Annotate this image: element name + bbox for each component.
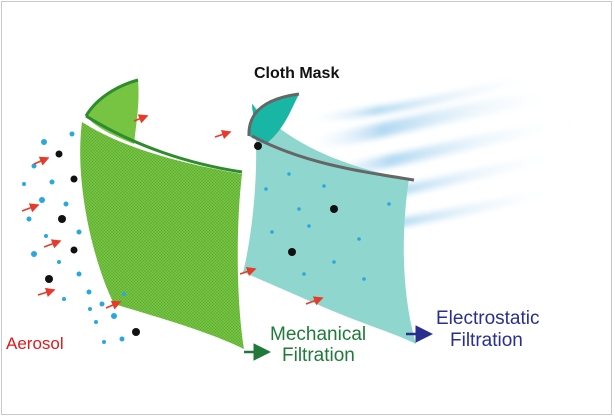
aerosol-label: Aerosol — [6, 334, 64, 353]
diagram-title: Cloth Mask — [254, 65, 339, 82]
electrostatic-label-line2: Filtration — [450, 330, 523, 351]
mechanical-label-line2: Filtration — [282, 345, 355, 366]
aerosol-particles — [22, 131, 140, 344]
electrostatic-label-line1: Electrostatic — [436, 308, 539, 329]
cloth-mask-diagram: Cloth Mask Aerosol Mechanical Filtration… — [4, 4, 610, 376]
mechanical-label-line1: Mechanical — [270, 324, 366, 345]
outer-mask-layer — [80, 78, 244, 349]
diagram-canvas: Cloth Mask Aerosol Mechanical Filtration… — [6, 65, 570, 366]
inner-mask-layer — [243, 92, 416, 344]
airflow-arrow-icons — [21, 114, 324, 310]
